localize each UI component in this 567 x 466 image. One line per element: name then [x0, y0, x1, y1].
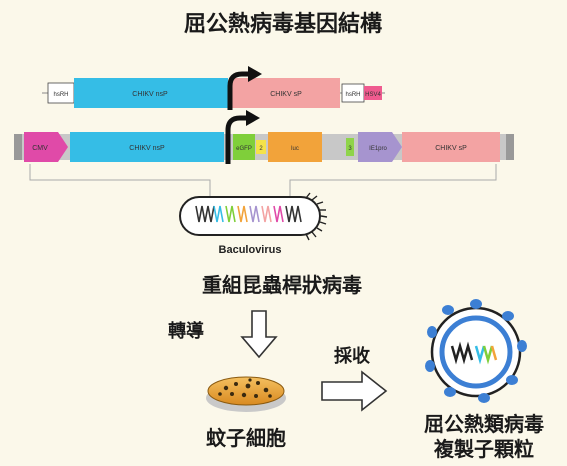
construct2-nsp-segment: [70, 132, 224, 162]
construct-2: CMV CHIKV nsP eGFP 2 luc 3 IE1pro CHIKV …: [14, 110, 514, 164]
construct2-promoter-arrow-icon: [225, 115, 248, 164]
mosquito-cells-label: 蚊子細胞: [206, 426, 286, 450]
construct2-luc-label: luc: [291, 146, 299, 152]
construct1-tag: [364, 86, 382, 100]
construct2-cmv-label: CMV: [32, 145, 48, 152]
baculovirus-icon: [179, 192, 328, 241]
construct2-egfp-segment: [233, 134, 255, 160]
baculovirus-label: Baculovirus: [219, 244, 282, 256]
virus-particles-label-line1: 屈公熱類病毒: [424, 412, 544, 436]
construct2-nsp-label: CHIKV nsP: [129, 145, 165, 152]
bracket-lines: [29, 164, 497, 200]
construct2-2a-segment: [256, 140, 266, 154]
petri-dish-icon: [206, 376, 286, 412]
construct2-ie-label: IE1pro: [369, 146, 387, 152]
transduction-label: 轉導: [168, 320, 204, 342]
construct1-right-box-label: hsRH: [345, 92, 360, 98]
construct2-2a-label: 2: [259, 146, 263, 152]
construct2-sp-label: CHIKV sP: [435, 145, 467, 152]
right-arrow-icon: [321, 370, 388, 412]
virus-particle-icon: [425, 299, 527, 403]
construct2-cmv-segment: [24, 132, 68, 162]
construct2-small-label: 3: [348, 146, 352, 152]
construct2-luc-segment: [268, 132, 322, 162]
harvest-label: 採收: [334, 345, 370, 367]
down-arrow-icon: [240, 310, 278, 359]
construct1-promoter-arrow-icon: [227, 71, 250, 110]
construct1-left-box-label: hsRH: [53, 92, 68, 98]
construct-1: hsRH CHIKV nsP CHIKV sP hsRH HSV4: [42, 66, 385, 110]
construct1-sp-label: CHIKV sP: [270, 91, 302, 98]
construct1-sp-segment: [232, 78, 340, 108]
diagram-title: 屈公熱病毒基因結構: [184, 11, 382, 37]
construct2-egfp-label: eGFP: [236, 146, 252, 152]
construct1-nsp-segment: [74, 78, 228, 108]
construct1-nsp-label: CHIKV nsP: [132, 91, 168, 98]
recombinant-baculovirus-label: 重組昆蟲桿狀病毒: [202, 273, 362, 297]
virus-particles-label-line2: 複製子顆粒: [434, 437, 534, 461]
construct1-tag-label: HSV4: [365, 92, 381, 98]
construct2-sp-segment: [402, 132, 500, 162]
construct2-ie-segment: [358, 132, 402, 162]
construct2-small-segment: [346, 138, 354, 156]
